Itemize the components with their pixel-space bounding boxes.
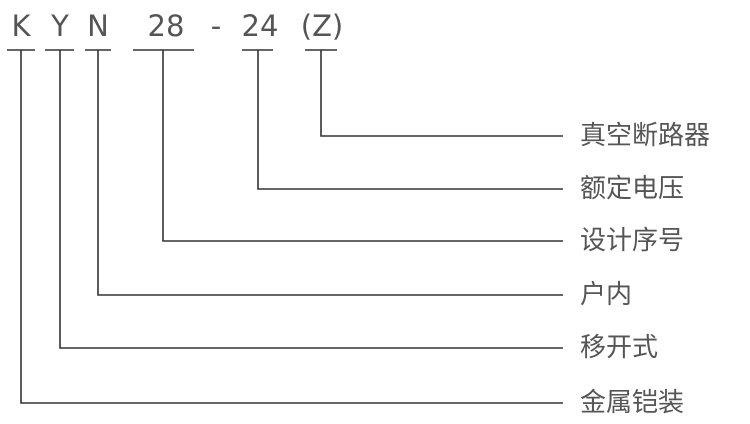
connector-24 [257,50,563,190]
code-n: N [87,9,109,43]
code-dash: - [211,9,221,43]
connector-k [20,50,563,404]
label-withdrawable: 移开式 [580,333,658,363]
label-metal-armored: 金属铠装 [580,388,684,418]
label-design-number: 设计序号 [580,226,684,256]
code-28: 28 [148,9,185,43]
connector-z [320,50,563,137]
connector-y [59,50,563,349]
label-vacuum-breaker: 真空断路器 [580,121,710,151]
code-k: K [11,9,31,43]
label-rated-voltage: 额定电压 [580,174,684,204]
code-y: Y [50,9,69,43]
label-indoor: 户内 [580,280,632,310]
connector-28 [162,50,563,242]
code-z: (Z) [301,9,344,43]
code-24: 24 [242,9,279,43]
connector-n [97,50,563,296]
